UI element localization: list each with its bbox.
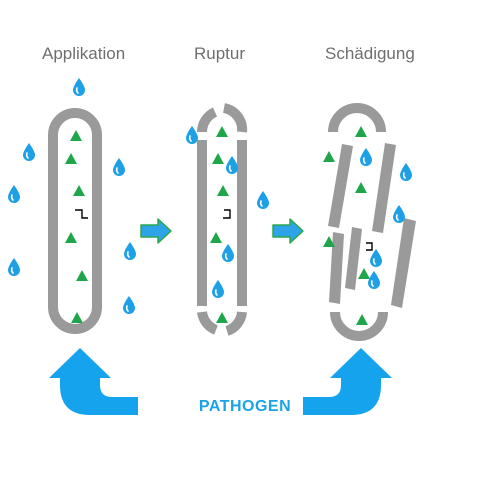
- water-drop-icon: [222, 244, 234, 262]
- water-drop-icon: [8, 185, 20, 203]
- green-triangle-icon: [73, 185, 85, 196]
- pathogen-label: PATHOGEN: [198, 398, 292, 415]
- stage-label-ruptur: Ruptur: [194, 44, 246, 63]
- arrow-right-icon: [272, 218, 304, 244]
- water-drop-icon: [360, 148, 372, 166]
- water-drop-icon: [370, 249, 382, 267]
- water-drop-icon: [257, 191, 269, 209]
- water-drop-icon: [400, 163, 412, 181]
- stage-label-applikation: Applikation: [42, 44, 126, 63]
- water-drop-icon: [368, 271, 380, 289]
- triangles-applikation: [65, 130, 88, 323]
- tube-applikation: [48, 108, 102, 334]
- water-drop-icon: [124, 242, 136, 260]
- dna-break-icon: [75, 209, 88, 219]
- stage-label-schaedigung: Schädigung: [325, 44, 415, 63]
- green-triangle-icon: [355, 182, 367, 193]
- water-drop-icon: [186, 126, 198, 144]
- tube-schaedigung: [328, 103, 416, 341]
- green-triangle-icon: [65, 232, 77, 243]
- green-triangle-icon: [216, 126, 228, 137]
- water-drop-icon: [113, 158, 125, 176]
- green-triangle-icon: [76, 270, 88, 281]
- curved-arrow-icon: [303, 348, 392, 415]
- arrow-right-icon: [140, 218, 172, 244]
- dna-break-icon: [223, 209, 231, 219]
- water-drop-icon: [23, 143, 35, 161]
- water-drop-icon: [73, 78, 85, 96]
- green-triangle-icon: [217, 185, 229, 196]
- green-triangle-icon: [71, 312, 83, 323]
- green-triangle-icon: [216, 312, 228, 323]
- green-triangle-icon: [355, 126, 367, 137]
- green-triangle-icon: [210, 232, 222, 243]
- water-drop-icon: [393, 205, 405, 223]
- green-triangle-icon: [70, 130, 82, 141]
- curved-arrow-icon: [49, 348, 138, 415]
- green-triangle-icon: [212, 153, 224, 164]
- water-drop-icon: [8, 258, 20, 276]
- green-triangle-icon: [358, 268, 370, 279]
- water-drop-icon: [123, 296, 135, 314]
- dna-break-icon: [366, 242, 373, 251]
- water-drop-icon: [226, 156, 238, 174]
- green-triangle-icon: [323, 151, 335, 162]
- green-triangle-icon: [356, 314, 368, 325]
- green-triangle-icon: [65, 153, 77, 164]
- tube-ruptur: [197, 103, 248, 336]
- water-drop-icon: [212, 280, 224, 298]
